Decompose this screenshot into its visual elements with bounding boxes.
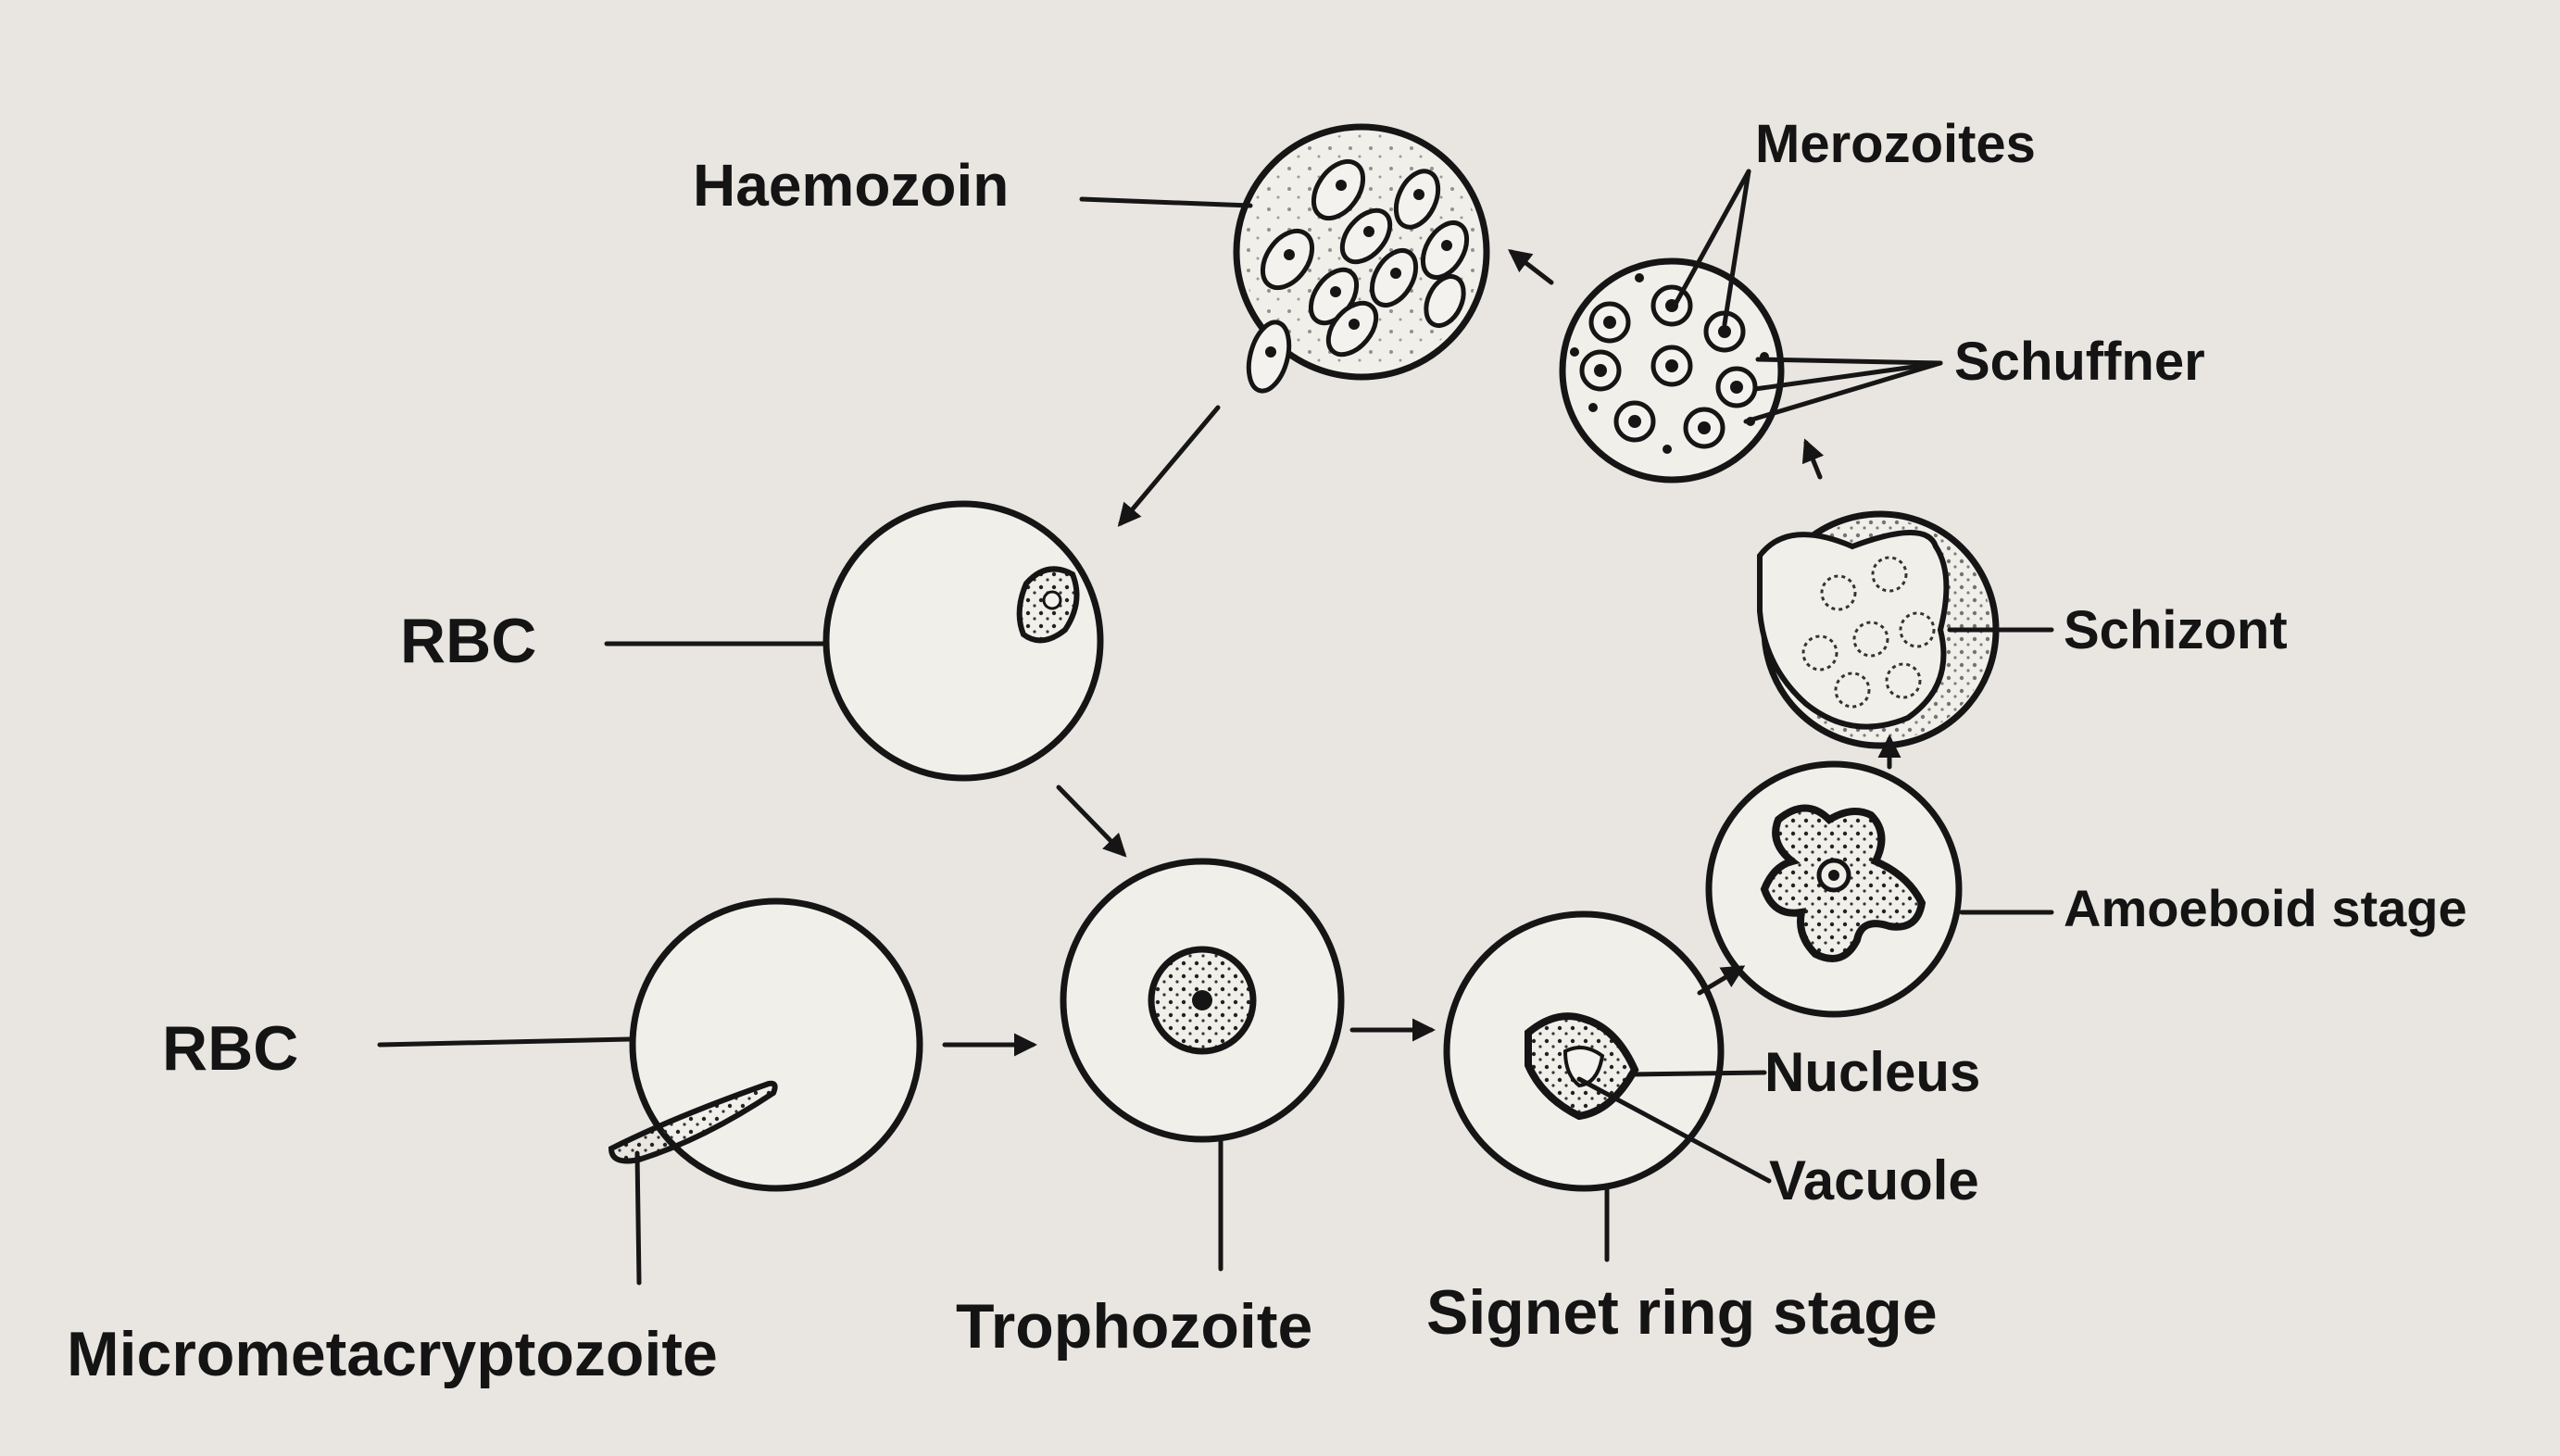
haemozoin-leader	[1079, 196, 1253, 208]
schuffner-leader-1	[1755, 357, 1943, 366]
micrometacryptozoite-leader	[634, 1150, 642, 1286]
schuffner-leader-3	[1743, 360, 1943, 424]
label-schizont: Schizont	[2064, 600, 2288, 660]
label-trophozoite: Trophozoite	[956, 1291, 1312, 1362]
arrow-haemozoin-to-rbc	[1117, 405, 1221, 527]
label-rbc-lower: RBC	[162, 1013, 298, 1084]
schizont-rbc	[1757, 510, 2000, 749]
label-rbc-upper: RBC	[400, 606, 536, 676]
label-haemozoin: Haemozoin	[693, 152, 1009, 219]
arrow-schizont-to-merozoites	[1801, 438, 1825, 480]
arrow-merozoites-to-haemozoin	[1508, 248, 1554, 285]
label-signet: Signet ring stage	[1426, 1277, 1938, 1348]
merozoites-leader-1	[1672, 169, 1751, 308]
schuffner-leader-2	[1752, 360, 1943, 392]
signet-ring-rbc	[1443, 910, 1725, 1192]
arrow-rbc-to-trophozoite	[1056, 784, 1127, 858]
amoeboid-rbc	[1705, 760, 1963, 1018]
label-micrometacryptozoite: Micrometacryptozoite	[67, 1319, 718, 1389]
nucleus-leader	[1627, 1070, 1767, 1077]
label-amoeboid: Amoeboid stage	[2064, 879, 2467, 937]
rbc-lower	[608, 897, 923, 1192]
label-schuffner: Schuffner	[1954, 332, 2205, 392]
label-vacuole: Vacuole	[1769, 1149, 1979, 1211]
trophozoite-rbc	[1060, 858, 1345, 1143]
rbc-lower-leader	[377, 1036, 633, 1048]
rbc-upper	[822, 500, 1104, 782]
label-nucleus: Nucleus	[1764, 1041, 1980, 1103]
cycle-arrows	[942, 248, 1901, 1057]
merozoites-leader-2	[1722, 169, 1751, 327]
merozoite-rbc	[1559, 257, 1785, 483]
vacuole-leader	[1576, 1076, 1772, 1184]
label-merozoites: Merozoites	[1755, 114, 2036, 174]
bursting-rbc	[1233, 123, 1490, 394]
arrow-signet-to-amoeboid	[1697, 965, 1746, 996]
